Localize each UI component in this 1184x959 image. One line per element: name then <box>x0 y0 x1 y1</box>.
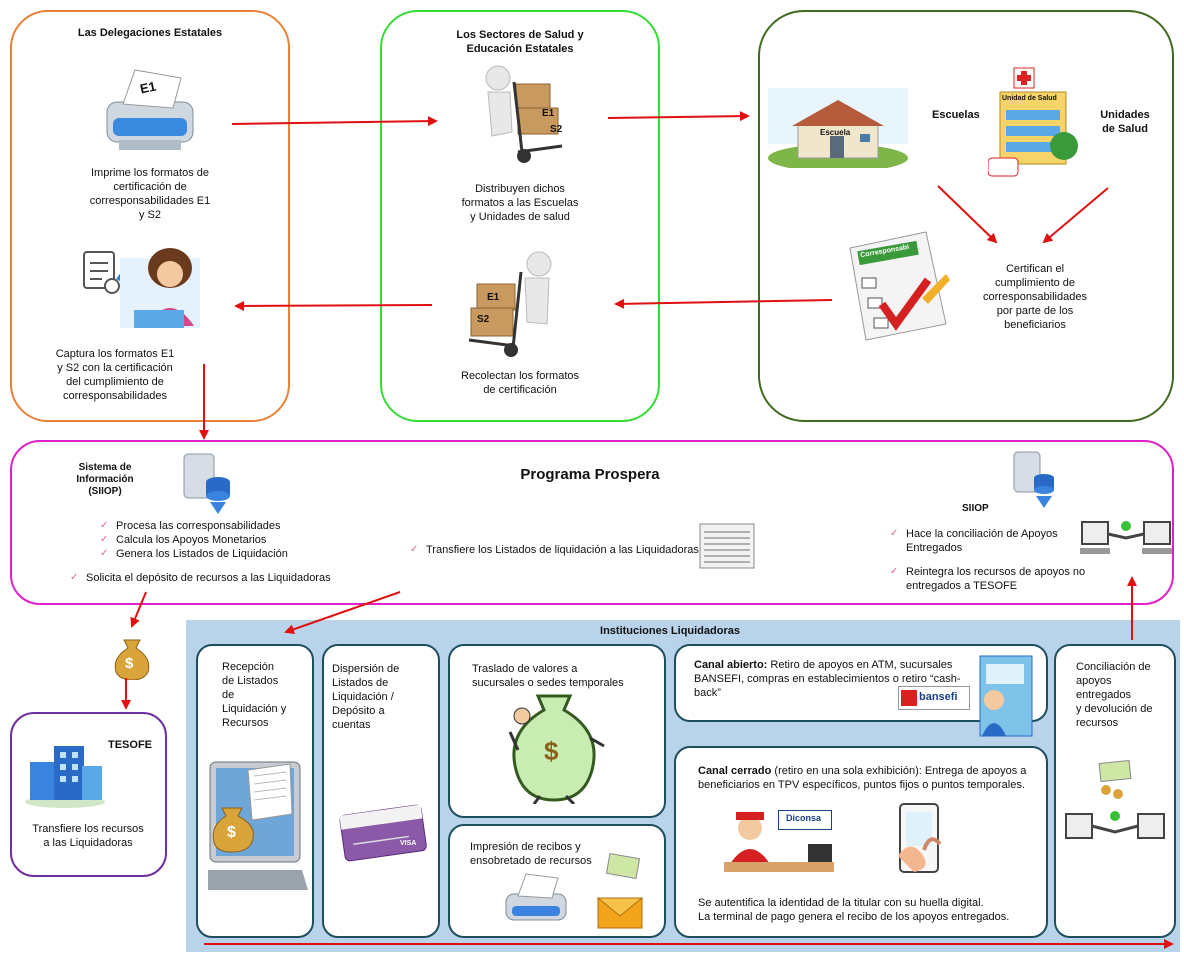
bansefi-logo-mark <box>901 690 917 706</box>
bullet-item: Calcula los Apoyos Monetarios <box>98 533 288 547</box>
hand-truck-icon-top: E1 S2 <box>458 62 578 168</box>
box-label-e1-b: E1 <box>487 292 500 303</box>
server-database-icon-right <box>1012 450 1062 512</box>
siiop-title: Sistema de Información (SIIOP) <box>76 462 134 497</box>
money-symbol: $ <box>125 655 134 672</box>
dispersion-card <box>322 644 440 938</box>
bullet-item: Solicita el depósito de recursos a las L… <box>68 571 331 585</box>
money-bag-icon: $ <box>110 630 154 681</box>
box-label-s2-b: S2 <box>477 314 490 325</box>
debit-card-icon: VISA <box>338 802 428 862</box>
cashier-store-icon: Diconsa <box>720 804 838 876</box>
hand-truck-icon-bottom: E1 S2 <box>455 248 575 360</box>
bullet-item: Transfiere los Listados de liquidación a… <box>408 543 699 557</box>
bullet-item: Genera los Listados de Liquidación <box>98 547 288 561</box>
unidades-label: Unidades de Salud <box>1100 109 1150 135</box>
tesofe-description: Transfiere los recursos a las Liquidador… <box>32 823 144 849</box>
autentifica-text: Se autentifica la identidad de la titula… <box>698 897 1010 923</box>
escuelas-panel <box>758 10 1174 422</box>
school-sign: Escuela <box>820 128 851 137</box>
canal-cerrado-desc: (retiro en una sola exhibición): Entrega… <box>698 765 1027 791</box>
traslado-text: Traslado de valores a sucursales o sedes… <box>472 663 624 689</box>
handshake-computers-icon <box>1078 512 1174 564</box>
laptop-money-icon: $ <box>208 760 308 896</box>
escuelas-label: Escuelas <box>932 109 980 121</box>
delegaciones-title: Las Delegaciones Estatales <box>77 27 223 39</box>
tesofe-title: TESOFE <box>108 739 153 751</box>
money-symbol-bag: $ <box>544 736 559 766</box>
sectores-title: Los Sectores de Salud y Educación Estata… <box>456 29 584 55</box>
diconsa-logo-text: Diconsa <box>786 813 822 823</box>
print-description: Imprime los formatos de certificación de… <box>89 167 211 221</box>
box-label-e1: E1 <box>542 108 555 119</box>
capture-description: Captura los formatos E1 y S2 con la cert… <box>55 348 175 402</box>
fingerprint-terminal-icon <box>894 802 944 874</box>
school-icon: Escuela <box>768 88 908 172</box>
printer-icon: E1 <box>95 62 205 160</box>
money-handshake-icon <box>1062 759 1168 854</box>
distribute-description: Distribuyen dichos formatos a las Escuel… <box>461 183 579 223</box>
recepcion-text: Recepción de Listados de Liquidación y R… <box>222 661 287 729</box>
atm-icon <box>974 654 1040 738</box>
bullet-item: Hace la conciliación de Apoyos Entregado… <box>888 527 1088 555</box>
bullet-item: Reintegra los recursos de apoyos no entr… <box>888 565 1088 593</box>
canal-abierto-desc: Retiro de apoyos en ATM, sucursales BANS… <box>694 659 961 699</box>
bullet-item: Procesa las corresponsabilidades <box>98 519 288 533</box>
siiop-bullets: Procesa las corresponsabilidades Calcula… <box>98 519 288 561</box>
printer-envelope-icon <box>496 852 650 932</box>
canal-cerrado-text: Canal cerrado (retiro en una sola exhibi… <box>698 764 1038 792</box>
conciliacion-text: Conciliación de apoyos entregados y devo… <box>1076 661 1153 729</box>
unidad-sign: Unidad de Salud <box>1002 95 1057 102</box>
canal-cerrado-label: Canal cerrado <box>698 765 772 777</box>
money-symbol-laptop: $ <box>227 824 236 841</box>
list-document-icon <box>698 522 756 570</box>
box-label-s2: S2 <box>550 124 563 135</box>
siiop-right-title: SIIOP <box>962 503 989 514</box>
transfer-bullet: Transfiere los Listados de liquidación a… <box>408 543 699 557</box>
server-database-icon <box>180 452 240 518</box>
health-unit-icon: Unidad de Salud <box>987 66 1080 184</box>
certify-description: Certifican el cumplimiento de correspons… <box>983 263 1087 331</box>
canal-abierto-text: Canal abierto: Retiro de apoyos en ATM, … <box>694 658 980 700</box>
dispersion-text: Dispersión de Listados de Liquidación / … <box>332 663 400 731</box>
bansefi-logo: bansefi <box>898 686 970 710</box>
sectores-panel <box>380 10 660 422</box>
deposit-bullet: Solicita el depósito de recursos a las L… <box>68 571 331 585</box>
diconsa-logo <box>778 810 832 830</box>
collect-description: Recolectan los formatos de certificación <box>461 370 579 396</box>
impresion-text: Impresión de recibos y ensobretado de re… <box>470 841 592 867</box>
money-bag-person-icon: $ <box>500 692 608 806</box>
programa-title: Programa Prospera <box>520 466 660 483</box>
clipboard-checklist-icon: Corresponsabi <box>842 228 952 344</box>
bansefi-logo-text: bansefi <box>919 691 958 703</box>
card-text: VISA <box>400 840 417 847</box>
canal-abierto-label: Canal abierto: <box>694 659 768 671</box>
siiop-right-bullets: Hace la conciliación de Apoyos Entregado… <box>888 527 1088 593</box>
building-icon <box>20 740 110 810</box>
woman-laptop-icon <box>78 240 218 340</box>
instituciones-title: Instituciones Liquidadoras <box>600 625 740 637</box>
